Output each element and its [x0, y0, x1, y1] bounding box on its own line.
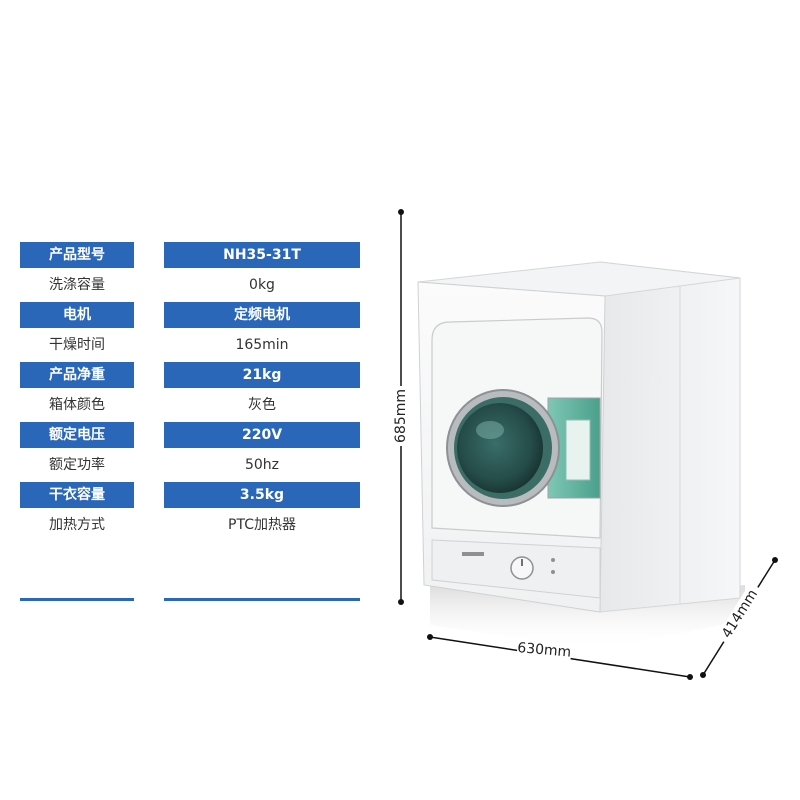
spec-row-heating-method: 加热方式 PTC加热器: [20, 512, 360, 538]
spec-value: 220V: [164, 422, 360, 448]
height-dimension-label: 685mm: [393, 386, 409, 446]
table-bottom-line-right: [164, 598, 360, 601]
brand-logo: [462, 552, 484, 556]
indicator-dot: [551, 570, 555, 574]
spec-row-dry-time: 干燥时间 165min: [20, 332, 360, 358]
spec-value: 0kg: [249, 277, 275, 293]
spec-label: 电机: [20, 302, 134, 328]
spec-row-rated-power: 额定功率 50hz: [20, 452, 360, 478]
spec-value: 灰色: [248, 397, 276, 413]
spec-label: 额定功率: [49, 457, 105, 473]
spec-value: 3.5kg: [164, 482, 360, 508]
spec-label: 产品净重: [20, 362, 134, 388]
dimension-endpoint: [687, 674, 693, 680]
spec-label: 箱体颜色: [49, 397, 105, 413]
spec-value: 定频电机: [164, 302, 360, 328]
spec-label: 额定电压: [20, 422, 134, 448]
spec-label: 干衣容量: [20, 482, 134, 508]
spec-value: PTC加热器: [228, 517, 296, 533]
spec-row-cabinet-color: 箱体颜色 灰色: [20, 392, 360, 418]
spec-value: NH35-31T: [164, 242, 360, 268]
spec-label: 洗涤容量: [49, 277, 105, 293]
spec-value: 165min: [235, 337, 289, 353]
dimension-endpoint: [700, 672, 706, 678]
spec-row-model: 产品型号 NH35-31T: [20, 242, 360, 268]
dryer-side-panel: [599, 261, 741, 613]
spec-row-dry-capacity: 干衣容量 3.5kg: [20, 482, 360, 508]
spec-row-net-weight: 产品净重 21kg: [20, 362, 360, 388]
spec-label: 干燥时间: [49, 337, 105, 353]
spec-row-motor: 电机 定频电机: [20, 302, 360, 328]
dimension-endpoint: [427, 634, 433, 640]
table-bottom-line-left: [20, 598, 134, 601]
indicator-dot: [551, 558, 555, 562]
spec-row-rated-voltage: 额定电压 220V: [20, 422, 360, 448]
spec-value: 50hz: [244, 457, 280, 473]
spec-value: 21kg: [164, 362, 360, 388]
spec-label: 产品型号: [20, 242, 134, 268]
timer-knob[interactable]: [510, 556, 534, 580]
dimension-endpoint: [398, 599, 404, 605]
porthole-glass: [457, 403, 543, 493]
spec-row-wash-capacity: 洗涤容量 0kg: [20, 272, 360, 298]
dimension-endpoint: [398, 209, 404, 215]
glass-reflection: [476, 421, 504, 439]
spec-label: 加热方式: [49, 517, 105, 533]
dimension-endpoint: [772, 557, 778, 563]
door-handle: [565, 419, 591, 481]
